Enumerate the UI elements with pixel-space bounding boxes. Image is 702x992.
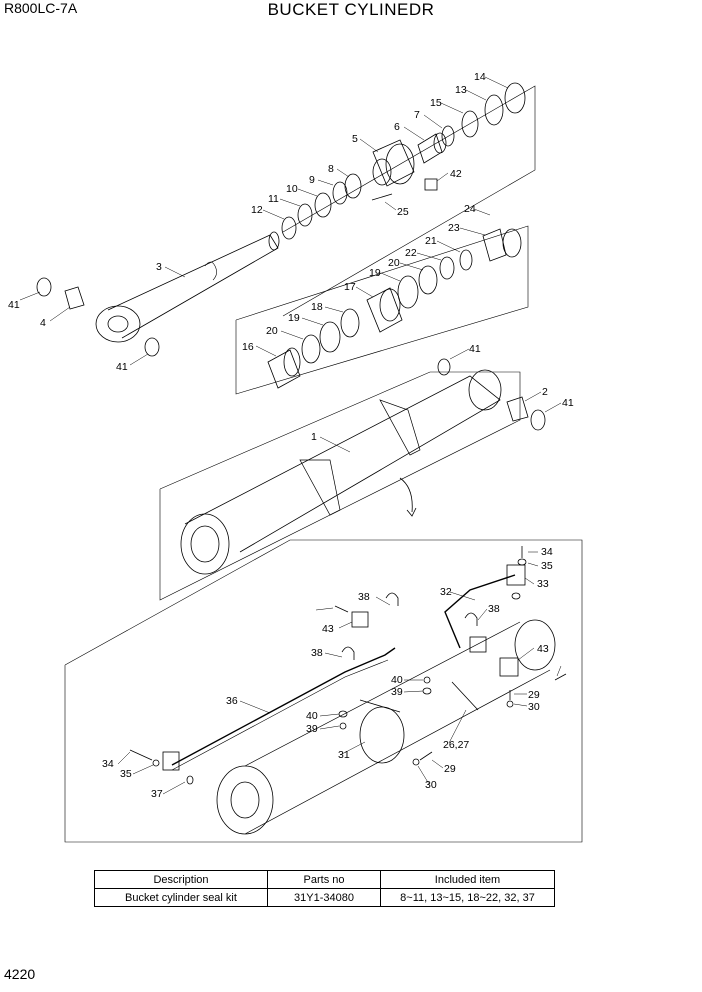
callout-17: 17 bbox=[344, 281, 356, 293]
callout-37-c: 38 bbox=[311, 647, 323, 659]
seal-kit-table: Description Parts no Included item Bucke… bbox=[94, 870, 555, 907]
seal-14 bbox=[504, 82, 526, 114]
table-header-row: Description Parts no Included item bbox=[94, 870, 555, 889]
callout-36: 37 bbox=[151, 788, 163, 800]
callout-19-a: 19 bbox=[369, 267, 381, 279]
callout-2: 2 bbox=[542, 386, 548, 398]
frame-rod-seals bbox=[282, 85, 536, 317]
callout-38-a: 39 bbox=[391, 686, 403, 698]
callout-29-b: 30 bbox=[425, 779, 437, 791]
callout-33-a: 34 bbox=[541, 546, 553, 558]
callout-39-a: 40 bbox=[391, 674, 403, 686]
callout-9: 9 bbox=[309, 174, 315, 186]
callout-21: 21 bbox=[425, 235, 437, 247]
callout-39-b: 40 bbox=[306, 710, 318, 722]
cushion-16 bbox=[267, 349, 301, 389]
callout-15: 15 bbox=[430, 97, 442, 109]
callout-28-a: 29 bbox=[528, 689, 540, 701]
callout-24: 24 bbox=[464, 203, 476, 215]
callout-38-b: 39 bbox=[306, 723, 318, 735]
callout-13: 13 bbox=[455, 84, 467, 96]
piston-17 bbox=[366, 287, 403, 333]
callout-31: 32 bbox=[440, 586, 452, 598]
callout-37-a: 38 bbox=[358, 591, 370, 603]
callout-35: 36 bbox=[226, 695, 238, 707]
callout-3: 3 bbox=[156, 261, 162, 273]
callout-1: 1 bbox=[311, 431, 317, 443]
callout-40-b: 41 bbox=[116, 361, 128, 373]
header-included-item: Included item bbox=[380, 870, 555, 889]
bushing-4 bbox=[64, 286, 85, 310]
clamp-30 bbox=[359, 706, 405, 764]
callout-30: 31 bbox=[338, 749, 350, 761]
page-number: 4220 bbox=[4, 966, 36, 982]
cell-included-item: 8~11, 13~15, 18~22, 32, 37 bbox=[380, 888, 555, 907]
callout-40-c: 41 bbox=[469, 343, 481, 355]
callout-12: 12 bbox=[251, 204, 263, 216]
callout-34-a: 35 bbox=[541, 560, 553, 572]
page-title: BUCKET CYLINEDR bbox=[267, 0, 435, 19]
frame-piston bbox=[235, 225, 529, 395]
header-parts-no: Parts no bbox=[267, 870, 381, 889]
rod-cover-5 bbox=[372, 139, 415, 187]
callout-5: 5 bbox=[352, 133, 358, 145]
callout-25: 25 bbox=[397, 206, 409, 218]
callout-10: 10 bbox=[286, 183, 298, 195]
piston-nut-23 bbox=[482, 228, 507, 262]
callout-11: 11 bbox=[268, 193, 279, 205]
pipe-31 bbox=[444, 574, 516, 649]
model-name: R800LC-7A bbox=[4, 0, 78, 16]
callout-8: 8 bbox=[328, 163, 334, 175]
callout-40-a: 41 bbox=[8, 299, 20, 311]
callout-32: 33 bbox=[537, 578, 549, 590]
callout-19-b: 19 bbox=[288, 312, 300, 324]
cell-description: Bucket cylinder seal kit bbox=[94, 888, 268, 907]
header-description: Description bbox=[94, 870, 268, 889]
callout-7: 7 bbox=[414, 109, 420, 121]
callout-16: 16 bbox=[242, 341, 254, 353]
callout-23: 23 bbox=[448, 222, 460, 234]
callout-37-b: 38 bbox=[488, 603, 500, 615]
frame-piping bbox=[64, 539, 583, 843]
callout-40-d: 41 bbox=[562, 397, 574, 409]
callout-34-b: 35 bbox=[120, 768, 132, 780]
callout-4: 4 bbox=[40, 317, 46, 329]
callout-29-a: 30 bbox=[528, 701, 540, 713]
callout-18: 18 bbox=[311, 301, 323, 313]
callout-14: 14 bbox=[474, 71, 486, 83]
callout-20-a: 20 bbox=[388, 257, 400, 269]
tube-1 bbox=[184, 375, 501, 553]
callout-28-b: 29 bbox=[444, 763, 456, 775]
callout-26-27: 26,27 bbox=[443, 739, 469, 751]
callout-6: 6 bbox=[394, 121, 400, 133]
callout-20-b: 20 bbox=[266, 325, 278, 337]
callout-42-a: 43 bbox=[322, 623, 334, 635]
table-row: Bucket cylinder seal kit 31Y1-34080 8~11… bbox=[94, 888, 555, 907]
bushing-2 bbox=[506, 396, 529, 422]
frame-tube bbox=[159, 371, 521, 601]
callout-33-b: 34 bbox=[102, 758, 114, 770]
cell-parts-no: 31Y1-34080 bbox=[267, 888, 381, 907]
rod-3 bbox=[107, 234, 279, 339]
pipe-35 bbox=[171, 647, 396, 766]
callout-42-b: 43 bbox=[537, 643, 549, 655]
callout-22: 22 bbox=[405, 247, 417, 259]
callout-41: 42 bbox=[450, 168, 462, 180]
